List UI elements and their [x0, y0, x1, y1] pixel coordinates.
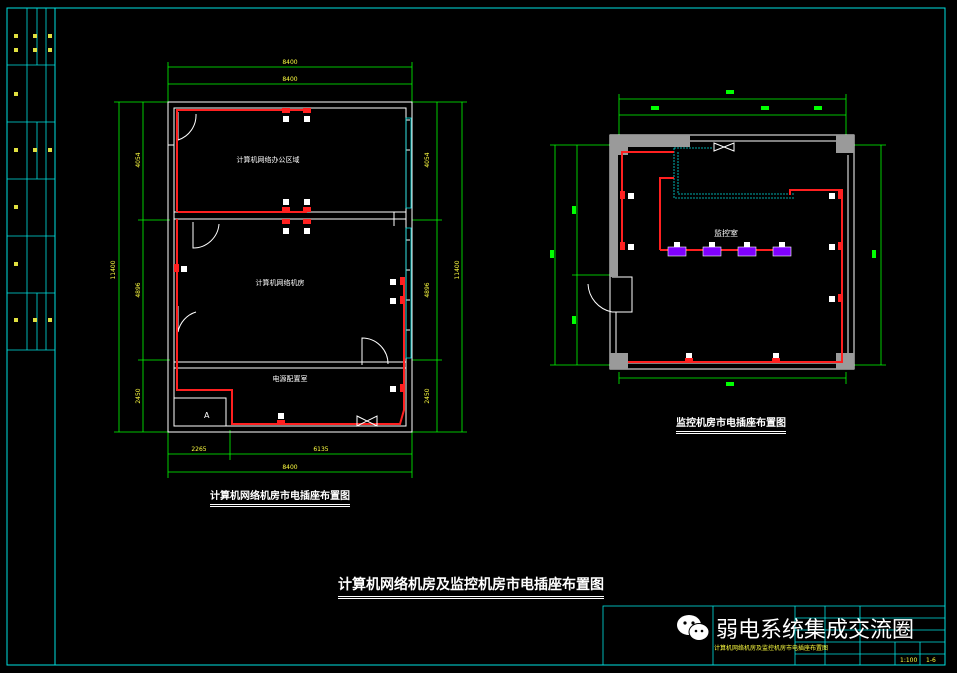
signature-strip: [7, 8, 55, 351]
right-plan-caption: 监控机房市电插座布置图: [676, 414, 786, 434]
signature-strip-marks: [14, 34, 52, 322]
dim-left-total: 11400: [110, 260, 117, 279]
dim-right-2: 4896: [424, 282, 431, 297]
dim-top-2: 8400: [282, 76, 297, 83]
title-block-sheet: 1-6: [926, 657, 936, 664]
room-label-office: 计算机网络办公区域: [237, 155, 300, 164]
room-label-server: 计算机网络机房: [256, 278, 305, 287]
left-plan-dimension-labels: 8400 8400 2265 6135 8400 11400 4054 4896…: [110, 59, 461, 471]
dim-left-3: 2450: [135, 388, 142, 403]
svg-text:A: A: [204, 411, 210, 420]
left-plan-caption: 计算机网络机房市电插座布置图: [210, 487, 350, 507]
main-drawing-title: 计算机网络机房及监控机房市电插座布置图: [338, 574, 604, 599]
wechat-icon: [676, 613, 710, 643]
distribution-box-icon: [356, 415, 378, 427]
dim-bottom-2: 6135: [313, 446, 328, 453]
left-plan: A: [114, 62, 467, 478]
room-label-monitor: 监控室: [714, 228, 738, 238]
outer-frame: [6, 7, 946, 666]
dim-left-2: 4896: [135, 282, 142, 297]
dim-right-total: 11400: [454, 260, 461, 279]
watermark-text: 弱电系统集成交流圈: [716, 618, 915, 643]
title-block-drawing-name: 计算机网络机房及监控机房市电插座布置图: [714, 644, 828, 652]
dim-bottom-total: 8400: [282, 464, 297, 471]
title-block: [602, 605, 946, 666]
dim-right-3: 2450: [424, 388, 431, 403]
distribution-box-icon: [713, 142, 735, 152]
room-label-power: 电源配置室: [273, 374, 308, 383]
inner-frame: [54, 7, 946, 666]
dim-left-1: 4054: [135, 152, 142, 167]
right-plan: [550, 90, 886, 386]
title-block-scale: 1:100: [900, 657, 917, 664]
dim-right-1b: 4054: [424, 152, 431, 167]
dim-bottom-1: 2265: [191, 446, 206, 453]
watermark: 弱电系统集成交流圈: [676, 612, 914, 644]
dim-top-1: 8400: [282, 59, 297, 66]
